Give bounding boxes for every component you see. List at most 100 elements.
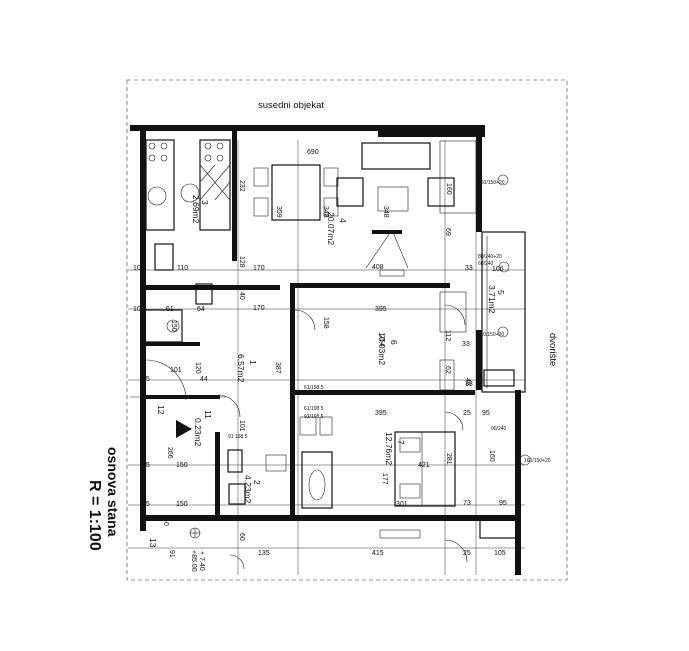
svg-text:61/198.5: 61/198.5 bbox=[304, 385, 324, 391]
svg-text:25: 25 bbox=[142, 462, 150, 469]
room-3-number: 3 bbox=[200, 200, 210, 205]
room-5-number: 5 bbox=[496, 290, 506, 295]
svg-text:91 198.5: 91 198.5 bbox=[228, 434, 248, 440]
room-6-number: 6 bbox=[389, 340, 399, 345]
svg-text:408: 408 bbox=[372, 264, 384, 271]
room-11-area: 0.23m2 bbox=[193, 418, 203, 447]
svg-text:348: 348 bbox=[382, 206, 389, 218]
svg-text:110/150+20: 110/150+20 bbox=[478, 332, 504, 338]
svg-text:281: 281 bbox=[445, 453, 452, 465]
svg-text:73: 73 bbox=[463, 500, 471, 507]
room-4-number: 4 bbox=[338, 218, 348, 223]
room-3: 3 2.69m2 bbox=[191, 195, 210, 224]
room-11: 11 0.23m2 bbox=[193, 410, 213, 447]
room-3-area: 2.69m2 bbox=[191, 195, 201, 224]
svg-text:135: 135 bbox=[258, 550, 270, 557]
svg-text:158: 158 bbox=[322, 317, 329, 329]
svg-text:33: 33 bbox=[462, 341, 470, 348]
svg-text:160/150+20: 160/150+20 bbox=[524, 458, 551, 464]
svg-text:95: 95 bbox=[482, 410, 490, 417]
svg-text:10: 10 bbox=[133, 265, 141, 272]
svg-text:150: 150 bbox=[176, 462, 188, 469]
elevation-markers bbox=[189, 174, 531, 539]
kitchen-fixtures bbox=[145, 139, 231, 231]
svg-text:106: 106 bbox=[492, 266, 504, 273]
site-boundary bbox=[126, 79, 568, 581]
svg-text:61: 61 bbox=[166, 306, 174, 313]
svg-text:25: 25 bbox=[142, 501, 150, 508]
dimension-labels: 690 170 408 33 106 170 395 10 110 10 61 … bbox=[133, 149, 507, 557]
room-2: 2 4.23m2 bbox=[243, 475, 262, 504]
svg-text:40: 40 bbox=[162, 518, 169, 526]
opening-notes: 160/150+20 60/240 80/240+20 110/150+20 6… bbox=[228, 180, 551, 464]
room-2-area: 4.23m2 bbox=[243, 475, 253, 504]
door-swings bbox=[145, 304, 468, 570]
svg-text:33: 33 bbox=[465, 381, 473, 388]
svg-text:170: 170 bbox=[253, 265, 265, 272]
room-2-number: 2 bbox=[252, 480, 262, 485]
svg-text:25: 25 bbox=[463, 410, 471, 417]
plan-title: osnova stana bbox=[105, 447, 121, 537]
svg-text:301: 301 bbox=[396, 501, 408, 508]
svg-text:91/198.5: 91/198.5 bbox=[304, 414, 324, 420]
living-furniture bbox=[336, 140, 477, 277]
svg-text:101: 101 bbox=[238, 420, 245, 432]
svg-text:112: 112 bbox=[444, 330, 451, 341]
room-11-number: 11 bbox=[203, 410, 213, 419]
svg-text:160: 160 bbox=[488, 450, 495, 462]
dining-table bbox=[253, 164, 339, 221]
svg-text:25: 25 bbox=[142, 376, 150, 383]
svg-text:128: 128 bbox=[238, 256, 245, 268]
room-7: 7 12.76m2 bbox=[384, 432, 406, 465]
svg-text:33: 33 bbox=[465, 265, 473, 272]
svg-text:232: 232 bbox=[238, 180, 245, 192]
svg-text:60/240: 60/240 bbox=[478, 261, 494, 267]
room-6: 6 10.03m2 bbox=[377, 332, 399, 365]
room-4-area: 20.07m2 bbox=[326, 212, 336, 245]
stair-arrow bbox=[176, 420, 192, 438]
room-4: 4 20.07m2 bbox=[326, 212, 348, 245]
stair-number-13: 13 bbox=[148, 538, 158, 548]
svg-text:395: 395 bbox=[375, 306, 387, 313]
svg-text:415: 415 bbox=[372, 550, 384, 557]
svg-text:359: 359 bbox=[275, 206, 282, 218]
svg-text:348: 348 bbox=[322, 206, 329, 218]
balcony-outline bbox=[481, 231, 526, 393]
svg-text:110: 110 bbox=[177, 265, 188, 272]
elevation-value-2: +85.00 bbox=[190, 550, 197, 572]
svg-text:95: 95 bbox=[499, 500, 507, 507]
svg-text:120: 120 bbox=[194, 362, 201, 374]
svg-text:387: 387 bbox=[274, 362, 281, 374]
room-5: 5 3.71m2 bbox=[487, 285, 506, 314]
svg-text:254: 254 bbox=[378, 335, 385, 347]
svg-text:160: 160 bbox=[445, 183, 452, 195]
svg-text:395: 395 bbox=[375, 410, 387, 417]
svg-text:266: 266 bbox=[166, 447, 173, 459]
room-7-number: 7 bbox=[396, 440, 406, 445]
svg-text:60: 60 bbox=[238, 533, 245, 541]
svg-text:421: 421 bbox=[418, 462, 430, 469]
svg-text:69: 69 bbox=[444, 228, 451, 236]
room-1: 1 6.57m2 bbox=[236, 354, 258, 383]
room-1-area: 6.57m2 bbox=[236, 354, 246, 383]
svg-text:61/198.5: 61/198.5 bbox=[304, 406, 324, 412]
svg-text:64: 64 bbox=[197, 306, 205, 313]
bed bbox=[379, 431, 456, 539]
vertical-dimension-labels: 232 359 348 348 128 40 158 387 254 281 1… bbox=[162, 180, 495, 558]
svg-text:170: 170 bbox=[253, 305, 265, 312]
room-5-area: 3.71m2 bbox=[487, 285, 497, 314]
stair-number-12: 12 bbox=[156, 405, 166, 415]
walls bbox=[130, 125, 521, 575]
svg-text:177: 177 bbox=[381, 473, 388, 485]
svg-text:40: 40 bbox=[238, 292, 245, 300]
neighbor-building-label: susedni objekat bbox=[258, 100, 324, 111]
svg-text:10: 10 bbox=[133, 306, 141, 313]
svg-text:45: 45 bbox=[464, 378, 471, 386]
bathroom-fixtures bbox=[141, 243, 333, 509]
svg-text:101: 101 bbox=[170, 367, 182, 374]
plan-scale: R = 1:100 bbox=[86, 480, 103, 551]
room-1-number: 1 bbox=[248, 360, 258, 365]
svg-text:44: 44 bbox=[200, 376, 208, 383]
svg-text:105: 105 bbox=[494, 550, 506, 557]
